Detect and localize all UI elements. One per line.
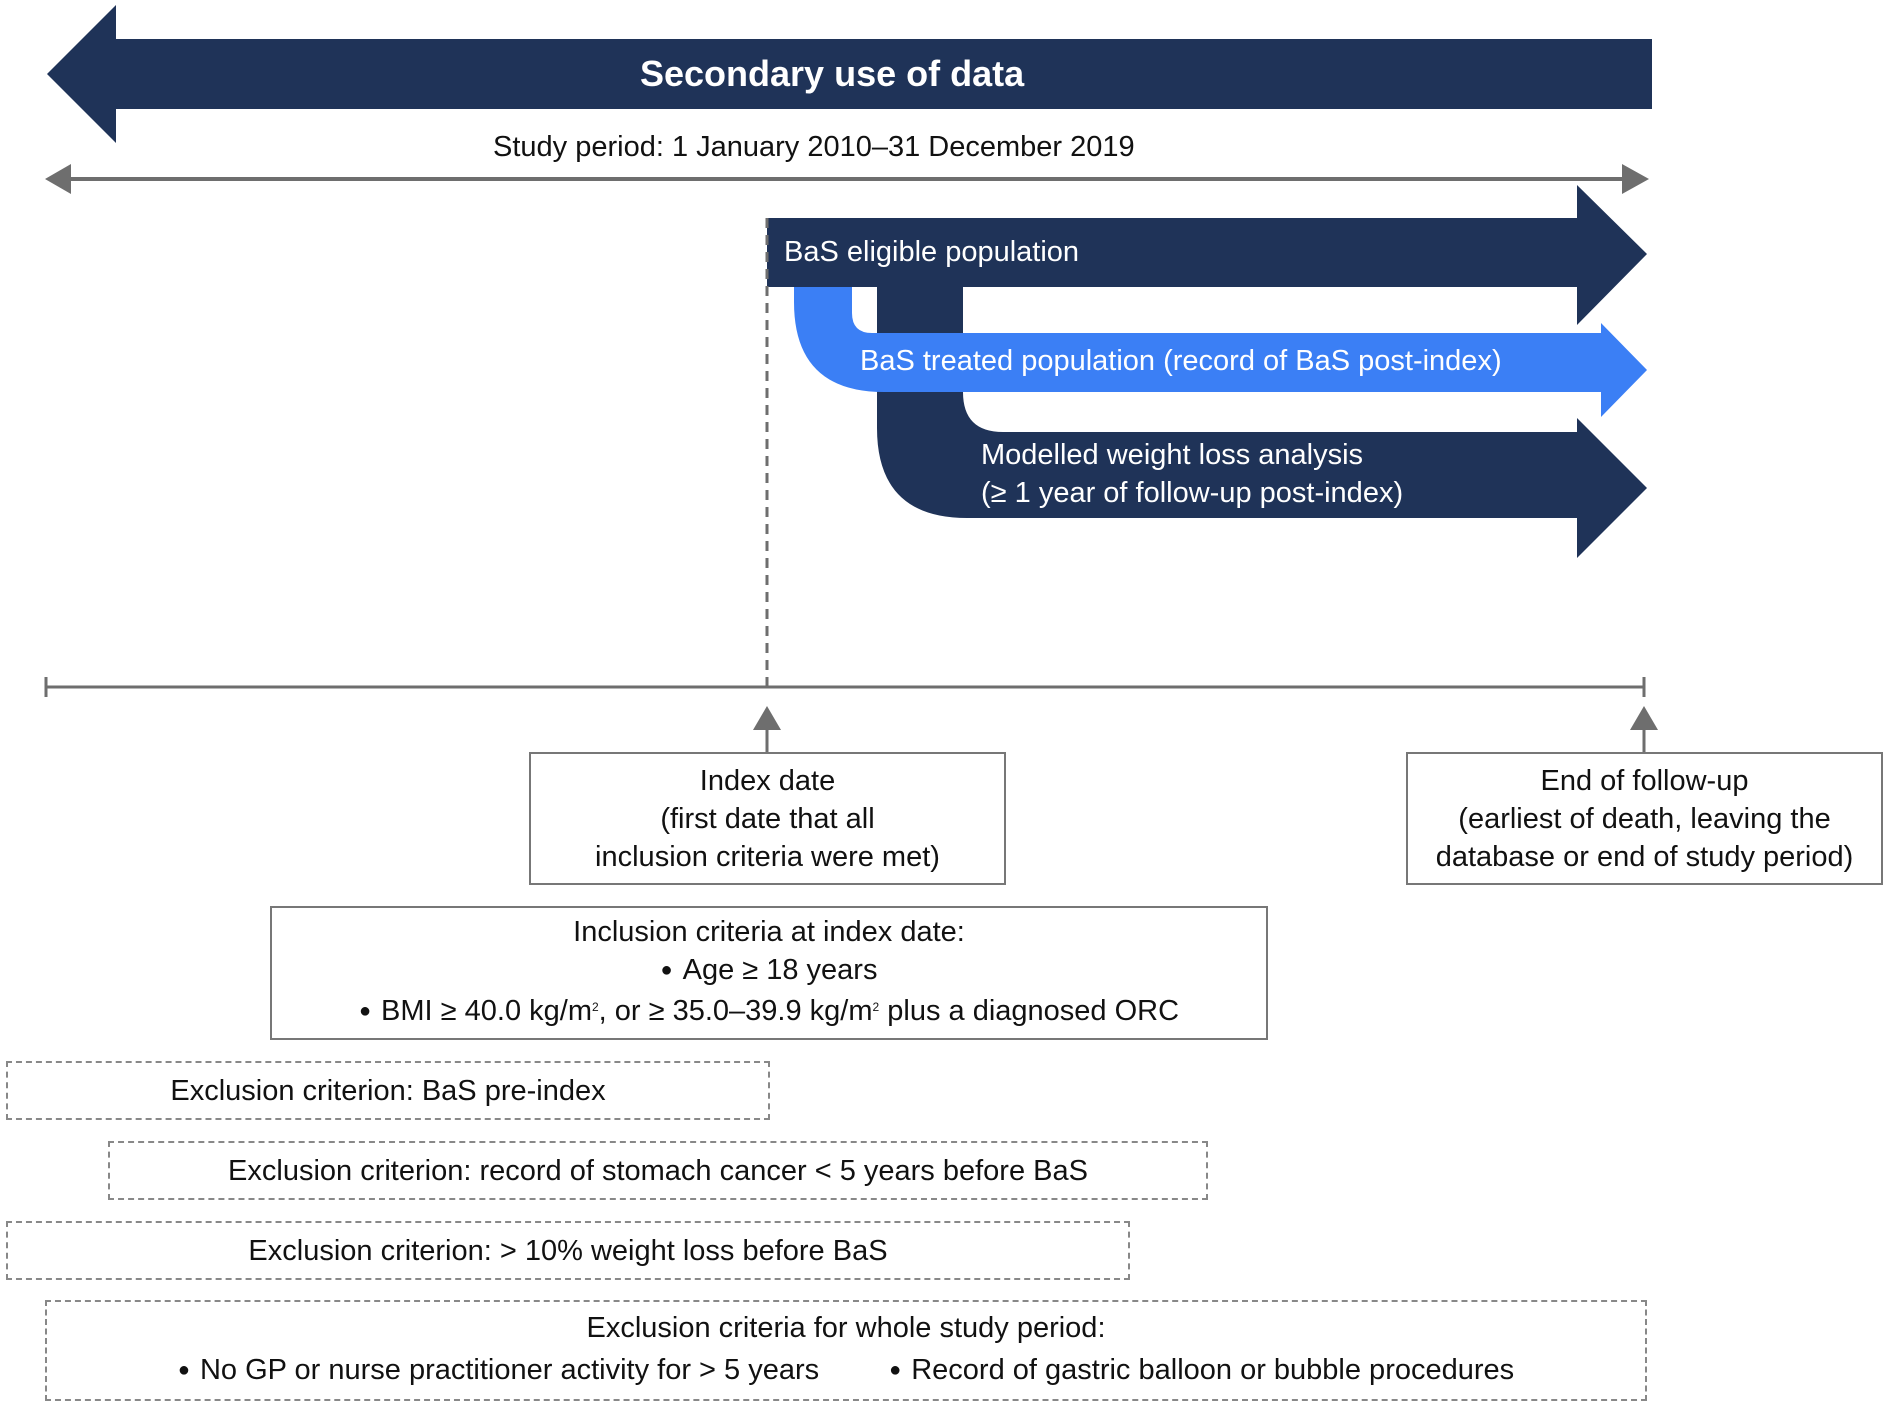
- end-follow-up-title: End of follow-up: [1540, 764, 1749, 797]
- exclusion-stomach-cancer-box: Exclusion criterion: record of stomach c…: [108, 1141, 1208, 1200]
- end-pointer-arrowhead: [1630, 706, 1658, 730]
- inclusion-criterion-age-text: Age ≥ 18 years: [682, 954, 878, 986]
- exclusion-whole-period-box: Exclusion criteria for whole study perio…: [45, 1300, 1647, 1401]
- bmi-text-a: BMI ≥ 40.0 kg/m: [381, 995, 592, 1027]
- eligible-population-label: BaS eligible population: [784, 236, 1080, 268]
- treated-population-band: [794, 287, 1647, 417]
- study-period-right-arrowhead: [1622, 164, 1649, 194]
- modelled-analysis-label-line1: Modelled weight loss analysis: [981, 439, 1364, 471]
- bmi-text-c: plus a diagnosed ORC: [879, 995, 1180, 1027]
- exclusion-bas-pre-index-box: Exclusion criterion: BaS pre-index: [6, 1061, 770, 1120]
- secondary-use-arrow: [47, 5, 1652, 143]
- exclusion-whole-period-bullets: No GP or nurse practitioner activity for…: [178, 1349, 1514, 1394]
- exclusion-whole-period-heading: Exclusion criteria for whole study perio…: [586, 1312, 1106, 1344]
- exclusion-no-gp-activity: No GP or nurse practitioner activity for…: [178, 1349, 819, 1394]
- modelled-analysis-label-line2: (≥ 1 year of follow-up post-index): [981, 477, 1404, 509]
- end-of-follow-up-box: End of follow-up (earliest of death, lea…: [1406, 752, 1883, 885]
- secondary-use-title: Secondary use of data: [640, 53, 1025, 94]
- study-period-label: Study period: 1 January 2010–31 December…: [493, 131, 1135, 163]
- exclusion-bas-pre-index-text: Exclusion criterion: BaS pre-index: [170, 1074, 606, 1107]
- exclusion-gastric-balloon: Record of gastric balloon or bubble proc…: [889, 1349, 1514, 1394]
- inclusion-criteria-box: Inclusion criteria at index date: Age ≥ …: [270, 906, 1268, 1040]
- study-period-left-arrowhead: [45, 164, 71, 194]
- end-follow-up-desc-2: database or end of study period): [1435, 840, 1854, 873]
- exclusion-no-gp-activity-text: No GP or nurse practitioner activity for…: [199, 1354, 820, 1386]
- modelled-weight-loss-band: [877, 287, 1647, 558]
- inclusion-criterion-bmi: BMI ≥ 40.0 kg/m2, or ≥ 35.0–39.9 kg/m2 p…: [359, 992, 1179, 1033]
- exclusion-gastric-balloon-text: Record of gastric balloon or bubble proc…: [911, 1354, 1515, 1386]
- index-date-title: Index date: [699, 764, 836, 797]
- bmi-superscript-1: 2: [591, 1000, 599, 1014]
- inclusion-criterion-age: Age ≥ 18 years: [661, 951, 878, 992]
- eligible-population-arrow: [767, 185, 1647, 325]
- bmi-text-b: , or ≥ 35.0–39.9 kg/m: [598, 995, 873, 1027]
- index-date-desc-1: (first date that all: [660, 802, 875, 835]
- index-date-box: Index date (first date that all inclusio…: [529, 752, 1006, 885]
- exclusion-stomach-cancer-text: Exclusion criterion: record of stomach c…: [228, 1154, 1088, 1187]
- bmi-superscript-2: 2: [872, 1000, 880, 1014]
- inclusion-criteria-heading: Inclusion criteria at index date:: [573, 916, 965, 948]
- end-follow-up-desc-1: (earliest of death, leaving the: [1458, 802, 1831, 835]
- treated-population-label: BaS treated population (record of BaS po…: [860, 345, 1502, 377]
- index-pointer-arrowhead: [753, 706, 781, 730]
- exclusion-weight-loss-text: Exclusion criterion: > 10% weight loss b…: [248, 1234, 888, 1267]
- index-date-desc-2: inclusion criteria were met): [595, 840, 940, 873]
- exclusion-weight-loss-box: Exclusion criterion: > 10% weight loss b…: [6, 1221, 1130, 1280]
